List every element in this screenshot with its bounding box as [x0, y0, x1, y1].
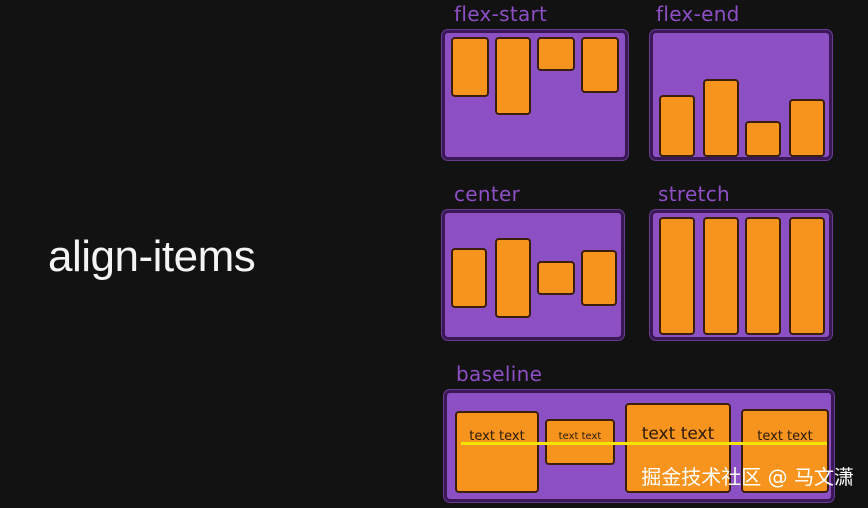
item-text: text text: [469, 429, 525, 444]
flex-item: text text: [625, 403, 731, 493]
watermark: 掘金技术社区 @ 马文潇: [641, 465, 854, 489]
stretch-label: stretch: [658, 182, 730, 206]
baseline-label: baseline: [456, 362, 543, 386]
flex-end-panel: [650, 30, 832, 160]
flex-start-label: flex-start: [454, 2, 548, 26]
flex-item: [703, 217, 739, 335]
flex-item: [495, 37, 531, 115]
flex-item: [537, 261, 575, 295]
stretch-panel: [650, 210, 832, 340]
flex-item: [659, 95, 695, 157]
flex-item: [659, 217, 695, 335]
flex-item: text text: [741, 409, 829, 493]
flex-item: [451, 248, 487, 308]
flex-item: [789, 99, 825, 157]
flex-item: [745, 121, 781, 157]
baseline-indicator-line: [461, 442, 827, 445]
item-text: text text: [757, 429, 813, 444]
item-text: text text: [558, 431, 602, 442]
flex-item: [745, 217, 781, 335]
baseline-panel: text text text text text text text text: [444, 390, 834, 502]
flex-item: [581, 250, 617, 306]
center-panel: [442, 210, 624, 340]
flex-item: [581, 37, 619, 93]
item-text: text text: [641, 424, 715, 444]
flex-end-label: flex-end: [656, 2, 740, 26]
flex-item: [495, 238, 531, 318]
slide-title: align-items: [48, 232, 256, 281]
center-label: center: [454, 182, 521, 206]
flex-item: [451, 37, 489, 97]
flex-item: text text: [455, 411, 539, 493]
flex-item: [789, 217, 825, 335]
flex-item: [537, 37, 575, 71]
flex-start-panel: [442, 30, 628, 160]
flex-item: [703, 79, 739, 157]
